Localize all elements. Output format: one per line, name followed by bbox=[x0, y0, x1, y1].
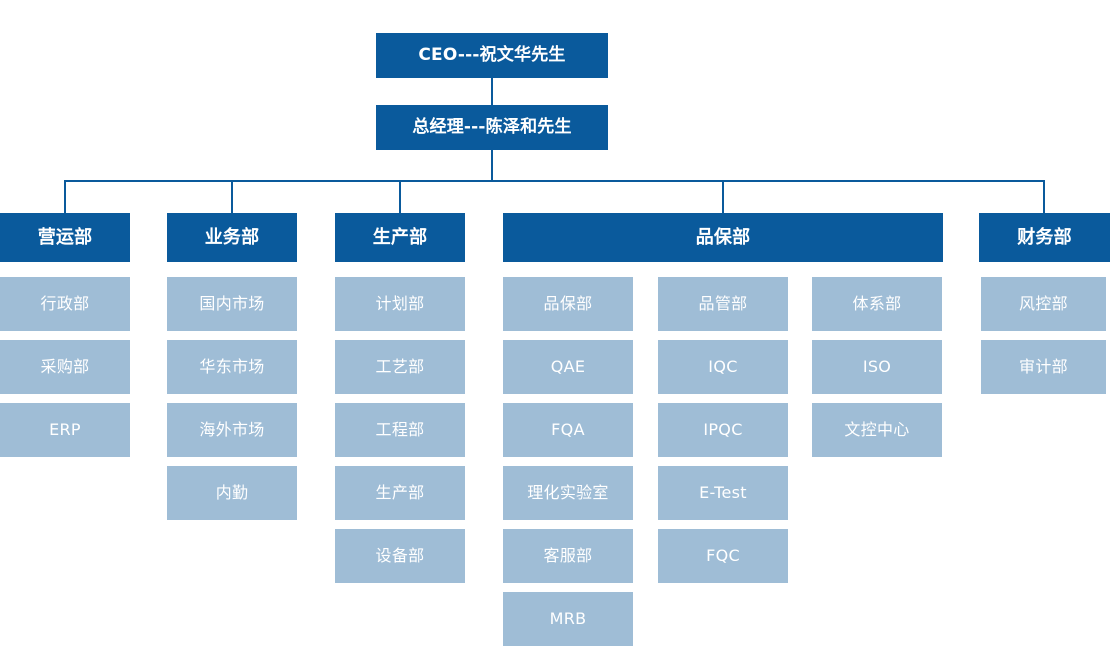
connector-drop-caiwubu bbox=[1043, 180, 1045, 213]
sub-unit-box[interactable]: ERP bbox=[0, 403, 130, 457]
sub-unit-box[interactable]: 华东市场 bbox=[167, 340, 297, 394]
sub-unit-box[interactable]: 文控中心 bbox=[812, 403, 942, 457]
sub-unit-box[interactable]: MRB bbox=[503, 592, 633, 646]
connector-drop-yewubu bbox=[231, 180, 233, 213]
sub-unit-box[interactable]: 审计部 bbox=[981, 340, 1106, 394]
sub-unit-box[interactable]: 设备部 bbox=[335, 529, 465, 583]
sub-unit-box[interactable]: 工艺部 bbox=[335, 340, 465, 394]
sub-unit-box[interactable]: 采购部 bbox=[0, 340, 130, 394]
sub-unit-box[interactable]: 国内市场 bbox=[167, 277, 297, 331]
sub-unit-box[interactable]: E-Test bbox=[658, 466, 788, 520]
connector-gm-stem bbox=[491, 150, 493, 181]
sub-unit-box[interactable]: 理化实验室 bbox=[503, 466, 633, 520]
connector-department-bus bbox=[64, 180, 1045, 182]
sub-unit-box[interactable]: 行政部 bbox=[0, 277, 130, 331]
connector-drop-pinbaobu bbox=[722, 180, 724, 213]
department-header-shengchanbu[interactable]: 生产部 bbox=[335, 213, 465, 262]
exec-box-ceo[interactable]: CEO---祝文华先生 bbox=[376, 33, 608, 78]
sub-unit-box[interactable]: IQC bbox=[658, 340, 788, 394]
connector-drop-shengchanbu bbox=[399, 180, 401, 213]
sub-unit-box[interactable]: 品保部 bbox=[503, 277, 633, 331]
sub-unit-box[interactable]: 体系部 bbox=[812, 277, 942, 331]
sub-unit-box[interactable]: ISO bbox=[812, 340, 942, 394]
sub-unit-box[interactable]: FQA bbox=[503, 403, 633, 457]
department-header-yewubu[interactable]: 业务部 bbox=[167, 213, 297, 262]
sub-unit-box[interactable]: QAE bbox=[503, 340, 633, 394]
sub-unit-box[interactable]: IPQC bbox=[658, 403, 788, 457]
department-header-pinbaobu[interactable]: 品保部 bbox=[503, 213, 943, 262]
sub-unit-box[interactable]: 工程部 bbox=[335, 403, 465, 457]
connector-drop-yunyunbu bbox=[64, 180, 66, 213]
department-header-yunyunbu[interactable]: 营运部 bbox=[0, 213, 130, 262]
sub-unit-box[interactable]: 风控部 bbox=[981, 277, 1106, 331]
sub-unit-box[interactable]: 品管部 bbox=[658, 277, 788, 331]
exec-box-general-manager[interactable]: 总经理---陈泽和先生 bbox=[376, 105, 608, 150]
connector-ceo-to-gm bbox=[491, 78, 493, 105]
department-header-caiwubu[interactable]: 财务部 bbox=[979, 213, 1110, 262]
sub-unit-box[interactable]: 海外市场 bbox=[167, 403, 297, 457]
sub-unit-box[interactable]: 生产部 bbox=[335, 466, 465, 520]
sub-unit-box[interactable]: 计划部 bbox=[335, 277, 465, 331]
sub-unit-box[interactable]: 客服部 bbox=[503, 529, 633, 583]
sub-unit-box[interactable]: 内勤 bbox=[167, 466, 297, 520]
sub-unit-box[interactable]: FQC bbox=[658, 529, 788, 583]
